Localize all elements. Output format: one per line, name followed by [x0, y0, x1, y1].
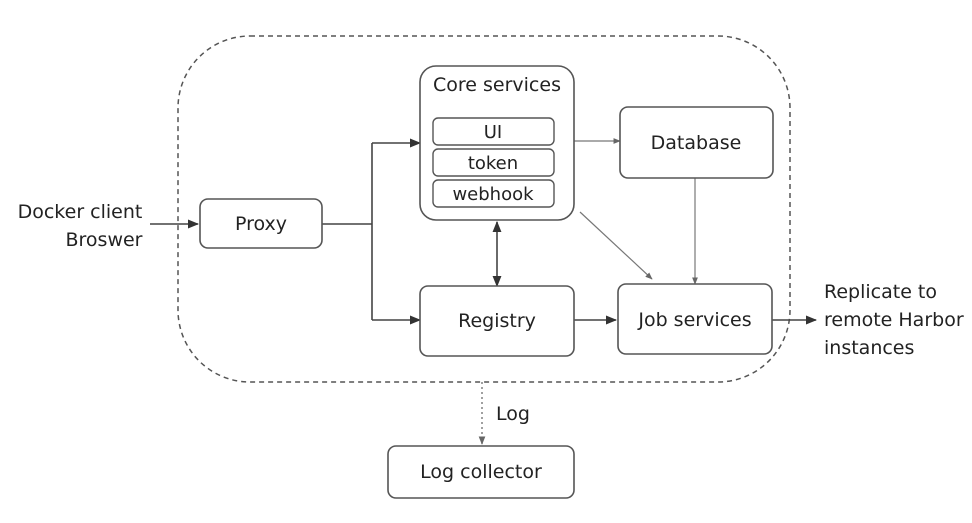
harbor-boundary — [177, 35, 791, 383]
client-label-line1: Docker client — [18, 201, 143, 223]
log-collector-node: Log collector — [387, 445, 575, 499]
registry-node: Registry — [419, 285, 575, 357]
log-collector-label: Log collector — [420, 461, 542, 483]
database-node: Database — [619, 106, 774, 179]
core-services-label: Core services — [433, 74, 561, 96]
core-item-webhook-box — [432, 179, 555, 208]
log-edge-label: Log — [496, 403, 530, 425]
job-services-label: Job services — [637, 309, 751, 331]
proxy-node: Proxy — [199, 198, 323, 249]
proxy-label: Proxy — [235, 213, 287, 235]
core-item-ui-box — [432, 117, 555, 146]
core-item-token-box — [432, 148, 555, 177]
edges — [150, 138, 818, 445]
edge-core-to-job — [579, 211, 653, 280]
database-label: Database — [651, 132, 742, 154]
job-services-node: Job services — [617, 283, 773, 355]
core-item-webhook: webhook — [452, 184, 534, 205]
registry-label: Registry — [458, 310, 536, 332]
replicate-label-line3: instances — [824, 337, 914, 359]
replicate-label-line2: remote Harbor — [824, 309, 964, 331]
core-item-ui: UI — [484, 122, 502, 143]
core-item-token: token — [468, 153, 518, 174]
client-label-line2: Broswer — [66, 229, 143, 251]
replicate-label-line1: Replicate to — [824, 281, 937, 303]
core-services-node: Core services UI token webhook — [419, 65, 575, 221]
